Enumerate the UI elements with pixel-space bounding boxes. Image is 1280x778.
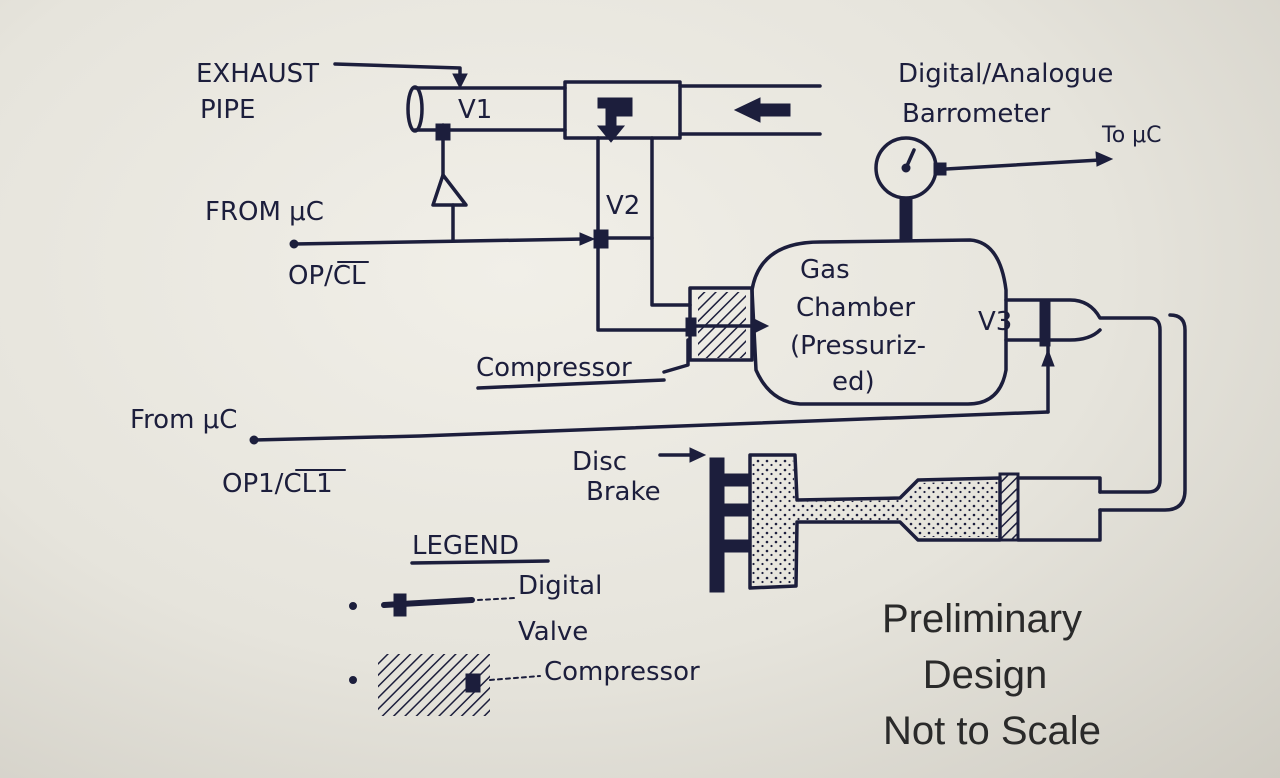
exhaust-pipe-label-2: PIPE bbox=[200, 95, 255, 125]
v2-label: V2 bbox=[606, 191, 640, 221]
gas-chamber-label-2: Chamber bbox=[796, 293, 915, 323]
exhaust-arrow-icon bbox=[453, 74, 467, 88]
op-cl-label-2: OP1/CL1 bbox=[222, 469, 333, 499]
disc-brake bbox=[660, 448, 1100, 592]
flow-arrow-icon bbox=[735, 98, 790, 122]
v3-label: V3 bbox=[978, 307, 1012, 337]
brake-disc bbox=[710, 458, 724, 592]
gas-chamber-label-1: Gas bbox=[800, 255, 850, 285]
exhaust-pipe-label-1: EXHAUST bbox=[196, 59, 319, 89]
barometer bbox=[876, 138, 1112, 241]
legend-valve-label-1: Digital bbox=[518, 571, 602, 601]
v1-label: V1 bbox=[458, 95, 492, 125]
control-line-1 bbox=[290, 233, 594, 248]
barometer-label-1: Digital/Analogue bbox=[898, 59, 1113, 89]
to-uc-arrow-icon bbox=[1096, 152, 1112, 166]
turn-arrow-icon bbox=[598, 98, 632, 142]
legend-valve-label-2: Valve bbox=[518, 617, 588, 647]
exhaust-pointer bbox=[335, 64, 460, 80]
disc-brake-label-1: Disc bbox=[572, 447, 627, 477]
disc-brake-arrow-icon bbox=[690, 448, 705, 462]
control-line-2 bbox=[250, 412, 1048, 444]
from-uc-label-2: From μC bbox=[130, 405, 237, 435]
note-line-3: Not to Scale bbox=[883, 709, 1101, 753]
valve-v1 bbox=[433, 124, 466, 240]
branch-pipe bbox=[598, 138, 690, 330]
from-uc-label-1: FROM μC bbox=[205, 197, 324, 227]
legend-title: LEGEND bbox=[412, 531, 519, 561]
compressor-label: Compressor bbox=[476, 353, 632, 383]
op-cl-label-1: OP/CL bbox=[288, 261, 366, 291]
valve-v2-body bbox=[594, 230, 608, 248]
valve-v1-signal-symbol bbox=[433, 175, 466, 205]
gas-chamber-label-3: (Pressuriz- bbox=[790, 331, 926, 361]
note-line-2: Design bbox=[923, 653, 1048, 697]
gas-chamber-label-4: ed) bbox=[832, 367, 875, 397]
note-line-1: Preliminary bbox=[882, 597, 1082, 641]
to-uc-label: To μC bbox=[1101, 123, 1162, 148]
barometer-label-2: Barrometer bbox=[902, 99, 1051, 129]
legend-title-underline bbox=[412, 561, 548, 563]
legend-compressor-label: Compressor bbox=[544, 657, 700, 687]
disc-brake-label-2: Brake bbox=[586, 477, 661, 507]
valve-v2 bbox=[594, 230, 652, 248]
